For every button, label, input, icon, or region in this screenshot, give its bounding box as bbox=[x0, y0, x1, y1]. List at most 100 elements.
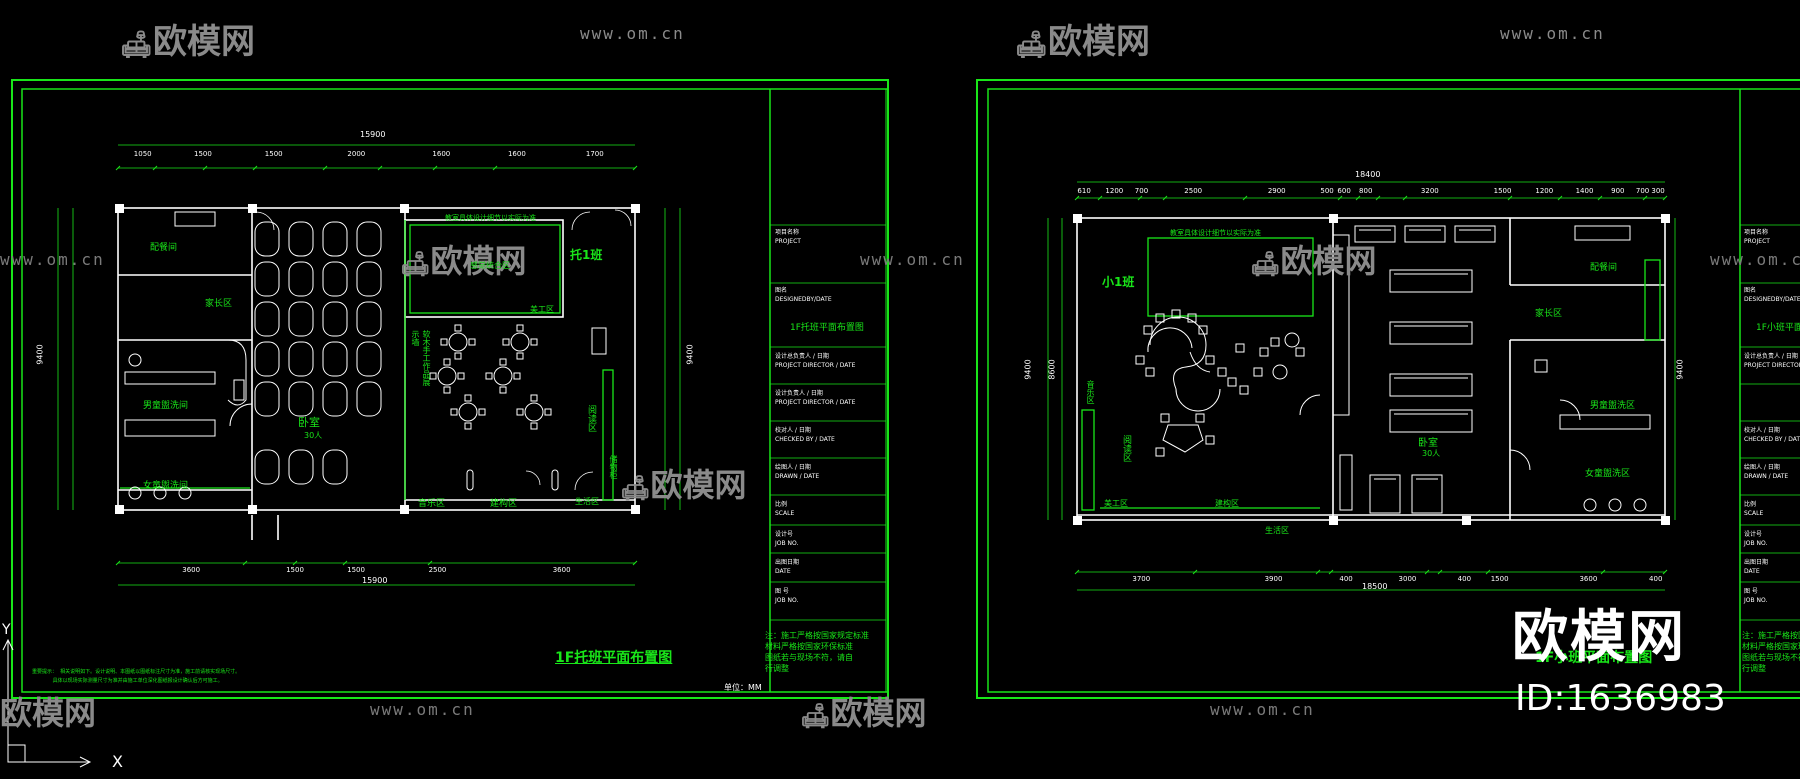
dim-tick bbox=[1597, 195, 1603, 201]
room-activity-note: 教室具体设计细节以实际为准 bbox=[445, 214, 536, 222]
dim-tick bbox=[322, 165, 328, 171]
dim-tick bbox=[252, 165, 258, 171]
room2-bedroom: 卧室 bbox=[1418, 438, 1438, 449]
bed bbox=[288, 381, 314, 417]
sheet2-top-dim-8: 3200 bbox=[1420, 187, 1439, 195]
dim-tick bbox=[202, 165, 208, 171]
s1-panel-date: 出图日期 DATE bbox=[775, 559, 800, 575]
room-life: 生活区 bbox=[575, 497, 599, 506]
sheet1-columns bbox=[115, 204, 640, 514]
bed bbox=[1454, 225, 1496, 243]
sheet1-bottom-dim-4: 3600 bbox=[552, 566, 571, 574]
s2-panel-checked: 校对人 / 日期 CHECKED BY / DATE bbox=[1744, 427, 1800, 443]
room-bedroom: 卧室 bbox=[298, 416, 320, 429]
sheet2-fixtures bbox=[1299, 225, 1651, 512]
bed bbox=[356, 381, 382, 417]
room-girls-wc: 女童盥洗间 bbox=[143, 481, 189, 491]
dim-tick bbox=[1402, 195, 1408, 201]
shelf bbox=[1332, 234, 1350, 416]
sheet1-side-dim-left: 9400 bbox=[35, 344, 45, 365]
room-boys-wc: 男童盥洗间 bbox=[143, 401, 189, 411]
chair bbox=[1135, 355, 1145, 365]
s1-panel-checked: 校对人 / 日期 CHECKED BY / DATE bbox=[775, 427, 835, 443]
room-note-area: 软木手工作品展示墙 bbox=[411, 330, 431, 386]
sheet2-top-dim-9: 1500 bbox=[1493, 187, 1512, 195]
bed bbox=[288, 221, 314, 257]
dim-tick bbox=[632, 560, 638, 566]
chair bbox=[464, 394, 472, 402]
chair bbox=[443, 386, 451, 394]
round-table bbox=[448, 332, 468, 352]
room-build: 建构区 bbox=[490, 499, 518, 509]
sheet1-top-dim-3: 2000 bbox=[347, 150, 366, 158]
dim-tick bbox=[342, 560, 348, 566]
chair bbox=[457, 372, 465, 380]
stool bbox=[1272, 364, 1288, 380]
chair bbox=[1171, 309, 1181, 319]
chair bbox=[1227, 377, 1237, 387]
sheet2-top-dim-5: 500 bbox=[1320, 187, 1334, 195]
sheet2-bottom-dim-2: 400 bbox=[1339, 575, 1353, 583]
dim-tick bbox=[152, 165, 158, 171]
chair bbox=[1198, 325, 1208, 335]
bed bbox=[322, 261, 348, 297]
room-bedroom-count: 30人 bbox=[304, 431, 323, 440]
sheet1-partitions bbox=[120, 220, 614, 501]
dim-tick bbox=[115, 165, 121, 171]
sheet2-side-dim-3: 9400 bbox=[1675, 359, 1685, 380]
chair bbox=[1270, 337, 1280, 347]
sheet2-inner-border bbox=[987, 88, 1800, 693]
sheet2-dim-ticks bbox=[1074, 195, 1668, 575]
sheet2-bottom-dim-7: 400 bbox=[1649, 575, 1663, 583]
sheet2-top-dim-1: 1200 bbox=[1105, 187, 1124, 195]
watermark-url-7: www.om.cn bbox=[1210, 700, 1315, 719]
sheet-2 bbox=[976, 79, 1800, 699]
bed bbox=[356, 261, 382, 297]
bed bbox=[1389, 321, 1473, 345]
s1-panel-drawing: 图名 DESIGNEDBY/DATE bbox=[775, 287, 832, 303]
chair bbox=[440, 338, 448, 346]
chair bbox=[530, 394, 538, 402]
sheet2-columns bbox=[1073, 214, 1670, 525]
sheet2-bottom-dim-6: 3600 bbox=[1579, 575, 1598, 583]
room-music: 音乐区 bbox=[418, 499, 446, 509]
dim-tick bbox=[377, 165, 383, 171]
dim-tick bbox=[1662, 569, 1668, 575]
chair bbox=[1143, 325, 1153, 335]
sheet2-top-dim-11: 1400 bbox=[1575, 187, 1594, 195]
s2-panel-drawn: 绘图人 / 日期 DRAWN / DATE bbox=[1744, 464, 1789, 480]
room2-bedroom-count: 30人 bbox=[1422, 449, 1441, 458]
bed bbox=[288, 341, 314, 377]
room2-hall: 家长区 bbox=[1535, 309, 1563, 319]
dim-tick bbox=[1074, 195, 1080, 201]
sheet-1 bbox=[11, 79, 889, 699]
sheet2-side-dim-2: 8600 bbox=[1047, 359, 1057, 380]
chair bbox=[1239, 385, 1249, 395]
watermark-logo-7: 🛋欧模网 bbox=[800, 694, 927, 732]
chair bbox=[1217, 367, 1227, 377]
chair bbox=[1187, 313, 1197, 323]
chair bbox=[468, 338, 476, 346]
sheet2-bottom-dim-3: 3000 bbox=[1398, 575, 1417, 583]
sheet2-bottom-dim-4: 400 bbox=[1457, 575, 1472, 583]
s1-panel-drawn: 绘图人 / 日期 DRAWN / DATE bbox=[775, 464, 820, 480]
s2-panel-drawing: 图名 DESIGNEDBY/DATE bbox=[1744, 287, 1800, 303]
dim-tick bbox=[1437, 569, 1443, 575]
dim-tick bbox=[1097, 195, 1103, 201]
room-hall: 家长区 bbox=[205, 299, 233, 309]
bed bbox=[254, 449, 280, 485]
dim-tick bbox=[1375, 195, 1381, 201]
sheet2-beds bbox=[1332, 225, 1496, 514]
sheet2-top-dim-13: 700 bbox=[1635, 187, 1650, 195]
chair bbox=[516, 352, 524, 360]
room2-reading: 阅读区 bbox=[1121, 435, 1131, 462]
chair bbox=[1145, 367, 1155, 377]
sheet1-dim-ticks bbox=[115, 165, 638, 566]
room-kitchen: 配餐间 bbox=[150, 243, 178, 253]
round-table bbox=[437, 366, 457, 386]
couch-icon: 🛋 bbox=[620, 474, 651, 502]
dim-tick bbox=[1507, 195, 1513, 201]
watermark-url-4: www.om.cn bbox=[860, 250, 965, 269]
sheet1-top-dim-4: 1600 bbox=[432, 150, 451, 158]
chair bbox=[1205, 435, 1215, 445]
